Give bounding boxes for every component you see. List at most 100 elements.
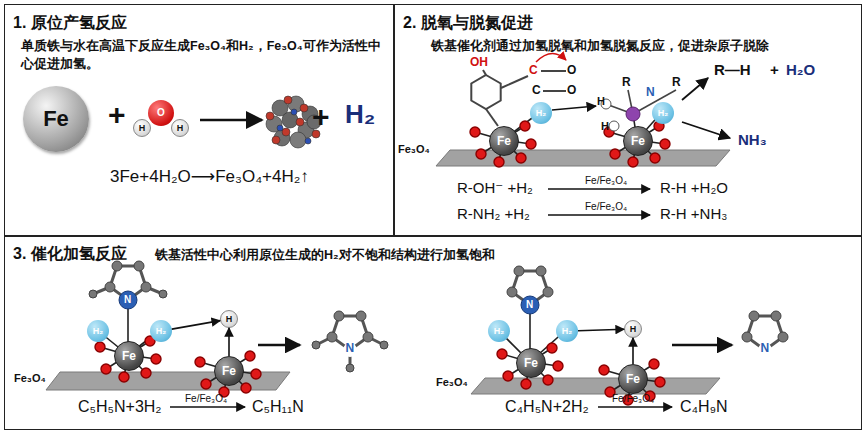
text-label: R — [622, 76, 631, 89]
text-label: NH₃ — [738, 132, 767, 149]
text-label: C — [532, 84, 541, 97]
text-label: H₂ — [345, 100, 375, 129]
text-label: C₅H₁₁N — [252, 398, 304, 416]
atom-symbol: H₂ — [536, 109, 547, 118]
text-label: Fe₃O₄ — [398, 143, 430, 155]
iron-site: Fe — [114, 341, 144, 371]
atom-symbol: Fe — [626, 373, 640, 385]
text-label: R-OH⁻ +H₂ — [457, 180, 533, 197]
text-label: C₅H₅N+3H₂ — [78, 398, 162, 416]
text-label: Fe/Fe₃O₄ — [612, 393, 654, 404]
text-label: 3Fe+4H₂O⟶Fe₃O₄+4H₂↑ — [110, 168, 309, 187]
text-label: + — [312, 100, 330, 133]
text-label: Fe₃O₄ — [436, 376, 468, 388]
iron-site: Fe — [623, 126, 653, 156]
connector-arrow — [172, 321, 220, 330]
connector-arrow — [578, 329, 624, 330]
panel-title: 2. 脱氧与脱氮促进 — [403, 11, 533, 34]
reaction-arrow — [672, 344, 732, 346]
product-arrow — [682, 122, 730, 138]
phenol-ring — [471, 70, 566, 126]
product-arrow — [682, 78, 708, 100]
atom-symbol: H — [226, 315, 233, 324]
pyrrolidine-molecule — [312, 311, 388, 372]
text-label: N — [346, 342, 355, 355]
pyrrolidine-molecule — [742, 311, 788, 357]
connector-arrow — [632, 338, 634, 364]
text-label: N — [761, 342, 770, 355]
iron-site: Fe — [516, 348, 546, 378]
reaction-arrow — [200, 119, 262, 122]
atom-symbol: H₂ — [494, 327, 505, 336]
text-label: O — [567, 64, 576, 77]
text-label: H — [601, 120, 609, 132]
text-label: Fe/Fe₃O₄ — [585, 175, 627, 186]
panel-title: 3. 催化加氢反应 — [13, 242, 127, 265]
hydrogen-molecule: H₂ — [556, 320, 578, 342]
text-label: N — [646, 86, 655, 99]
atom-symbol: Fe — [122, 350, 136, 362]
pyrrole-molecule — [89, 261, 167, 309]
text-label: R — [672, 76, 681, 89]
text-label: O — [567, 84, 576, 97]
hydrogen-atom: H — [624, 320, 642, 338]
hydrogen-atom: H — [171, 119, 189, 137]
equation-arrow — [170, 406, 245, 407]
text-label: H₂O — [786, 62, 815, 79]
atom-symbol: Fe — [497, 135, 511, 147]
panel-description: 铁基催化剂通过加氢脱氧和加氢脱氮反应，促进杂原子脱除 — [431, 37, 856, 55]
atom-symbol: Fe — [631, 135, 645, 147]
atom-symbol: Fe — [222, 365, 236, 377]
oxygen-atom: O — [148, 100, 174, 126]
atom-symbol: H₂ — [562, 327, 573, 336]
atom-symbol: O — [157, 108, 165, 118]
hydrogen-molecule: H₂ — [87, 320, 109, 342]
transfer-arrow — [552, 106, 596, 110]
text-label: R-H +NH₃ — [660, 206, 727, 223]
text-label: Fe/Fe₃O₄ — [585, 201, 627, 212]
amine-group — [601, 90, 676, 131]
text-label: OH — [470, 56, 488, 69]
equation-arrow — [548, 214, 650, 215]
text-label: Fe₃O₄ — [14, 372, 46, 384]
atom-symbol: H — [139, 124, 146, 133]
hydrogen-molecule: H₂ — [488, 320, 510, 342]
text-label: R-H +H₂O — [660, 180, 728, 197]
text-label: + — [770, 62, 779, 79]
iron-site: Fe — [489, 126, 519, 156]
atom-symbol: Fe — [524, 357, 538, 369]
iron-site: Fe — [618, 364, 648, 394]
atom-symbol: H₂ — [658, 109, 669, 118]
text-label: N — [526, 299, 533, 310]
text-label: C₄H₅N+2H₂ — [505, 398, 589, 416]
iron-site: Fe — [214, 356, 244, 386]
hydrogen-molecule: H₂ — [652, 102, 674, 124]
panel-box: 1. 原位产氢反应单质铁与水在高温下反应生成Fe₃O₄和H₂，Fe₃O₄可作为活… — [4, 4, 394, 236]
text-label: C — [529, 64, 538, 77]
text-label: R—H — [714, 62, 751, 79]
connector-arrow — [228, 328, 230, 356]
electron-arrow — [536, 53, 566, 62]
panel-box: 2. 脱氧与脱氮促进铁基催化剂通过加氢脱氧和加氢脱氮反应，促进杂原子脱除 Fe H₂… — [394, 4, 862, 236]
atom-symbol: H₂ — [156, 327, 167, 336]
iron-sphere: Fe — [23, 86, 89, 152]
text-label: N — [124, 294, 131, 305]
panel-description: 铁基活性中心利用原位生成的H₂对不饱和结构进行加氢饱和 — [155, 246, 715, 264]
atom-symbol: H — [630, 325, 637, 334]
atom-symbol: H₂ — [93, 327, 104, 336]
text-label: C₄H₉N — [680, 398, 728, 416]
equation-arrow — [548, 188, 650, 189]
pyrrole-molecule — [507, 266, 553, 314]
hydrogen-molecule: H₂ — [530, 102, 552, 124]
panel-title: 1. 原位产氢反应 — [13, 11, 127, 34]
atom-symbol: H — [177, 124, 184, 133]
reaction-arrow — [258, 344, 300, 346]
atom-symbol: Fe — [43, 108, 69, 130]
text-label: H — [597, 95, 605, 107]
text-label: + — [108, 98, 126, 131]
hydrogen-molecule: H₂ — [150, 320, 172, 342]
equation-arrow — [598, 406, 672, 407]
text-label: Fe/Fe₃O₄ — [185, 393, 227, 404]
panel-description: 单质铁与水在高温下反应生成Fe₃O₄和H₂，Fe₃O₄可作为活性中心促进加氢。 — [21, 37, 387, 73]
